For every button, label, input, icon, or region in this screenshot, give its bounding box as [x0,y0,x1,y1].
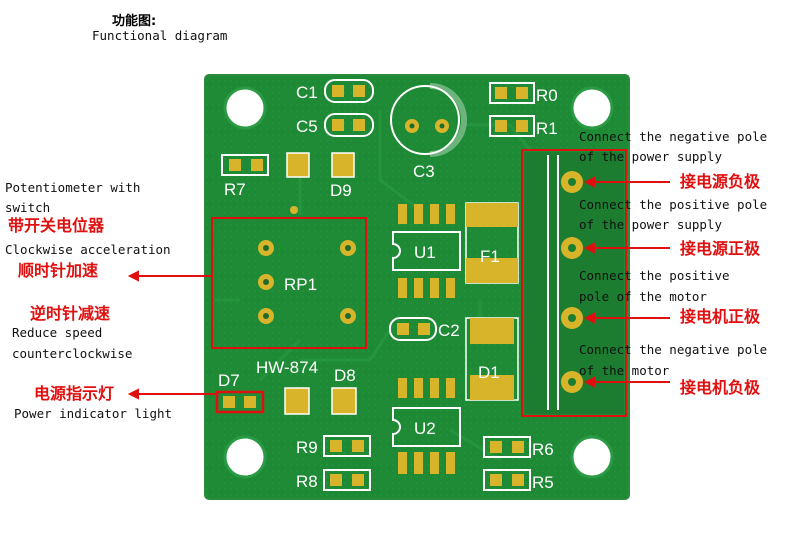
power-neg-cn: 接电源负极 [680,172,761,191]
led-label-en: Power indicator light [14,406,173,421]
terminal-highlight-box [521,149,627,417]
label-d8: D8 [334,366,356,385]
diode-d8 [284,387,357,415]
label-r7: R7 [224,180,246,199]
page-title-cn: 功能图: [112,14,157,29]
resistor-r6 [483,436,531,458]
pot-label-en-2: switch [5,200,51,215]
label-hw874: HW-874 [256,358,318,377]
ccw-label-en-1: Reduce speed [12,325,103,340]
label-rp1: RP1 [284,275,317,294]
capacitor-c1 [324,79,374,103]
motor-pos-en-2: pole of the motor [579,289,707,304]
capacitor-c2 [389,317,437,341]
resistor-r8 [323,469,371,491]
mounting-hole [223,435,267,479]
label-c2: C2 [438,321,460,340]
motor-pos-cn: 接电机正极 [680,307,761,326]
label-r6: R6 [532,440,554,459]
potentiometer-rp1 [258,206,356,324]
label-c3: C3 [413,162,435,181]
power-neg-en-1: Connect the negative pole [579,129,768,144]
diode-d9 [286,152,355,178]
motor-neg-en-2: of the motor [579,363,670,378]
label-u2: U2 [414,419,436,438]
potentiometer-highlight-box [211,217,367,349]
label-f1: F1 [480,247,500,266]
label-d9: D9 [330,181,352,200]
ccw-label-en-2: counterclockwise [12,346,133,361]
chip-u1 [392,204,461,298]
label-d1: D1 [478,363,500,382]
resistor-r5 [483,469,531,491]
terminal-block [524,152,624,414]
mounting-hole [223,86,267,130]
led-d7 [215,390,265,414]
pot-label-en-1: Potentiometer with [5,180,141,195]
ccw-label-cn: 逆时针减速 [30,304,111,323]
led-label-cn: 电源指示灯 [34,384,115,403]
pcb-traces [215,110,532,462]
cw-label-en: Clockwise acceleration [5,242,171,257]
label-c5: C5 [296,117,318,136]
resistor-r7 [221,154,269,176]
cw-label-cn: 顺时针加速 [18,261,99,280]
page-title-en: Functional diagram [92,28,228,43]
label-c1: C1 [296,83,318,102]
resistor-r1 [489,115,535,137]
motor-neg-cn: 接电机负极 [680,378,761,397]
capacitor-c3 [390,83,467,157]
label-r5: R5 [532,473,554,492]
label-r9: R9 [296,438,318,457]
label-u1: U1 [414,243,436,262]
label-r1: R1 [536,119,558,138]
capacitor-c5 [324,113,374,137]
resistor-r9 [323,435,371,457]
mounting-holes [223,86,614,479]
resistor-r0 [489,82,535,104]
diode-d1 [465,317,519,401]
power-pos-en-1: Connect the positive pole [579,197,768,212]
pot-label-cn: 带开关电位器 [8,216,105,235]
chip-u2 [392,378,461,474]
mounting-hole [570,86,614,130]
label-r0: R0 [536,86,558,105]
power-neg-en-2: of the power supply [579,149,722,164]
label-d7: D7 [218,371,240,390]
motor-neg-en-1: Connect the negative pole [579,342,768,357]
power-pos-en-2: of the power supply [579,217,722,232]
mounting-hole [570,435,614,479]
fuse-f1 [465,202,519,284]
power-pos-cn: 接电源正极 [680,239,761,258]
label-r8: R8 [296,472,318,491]
motor-pos-en-1: Connect the positive [579,268,730,283]
